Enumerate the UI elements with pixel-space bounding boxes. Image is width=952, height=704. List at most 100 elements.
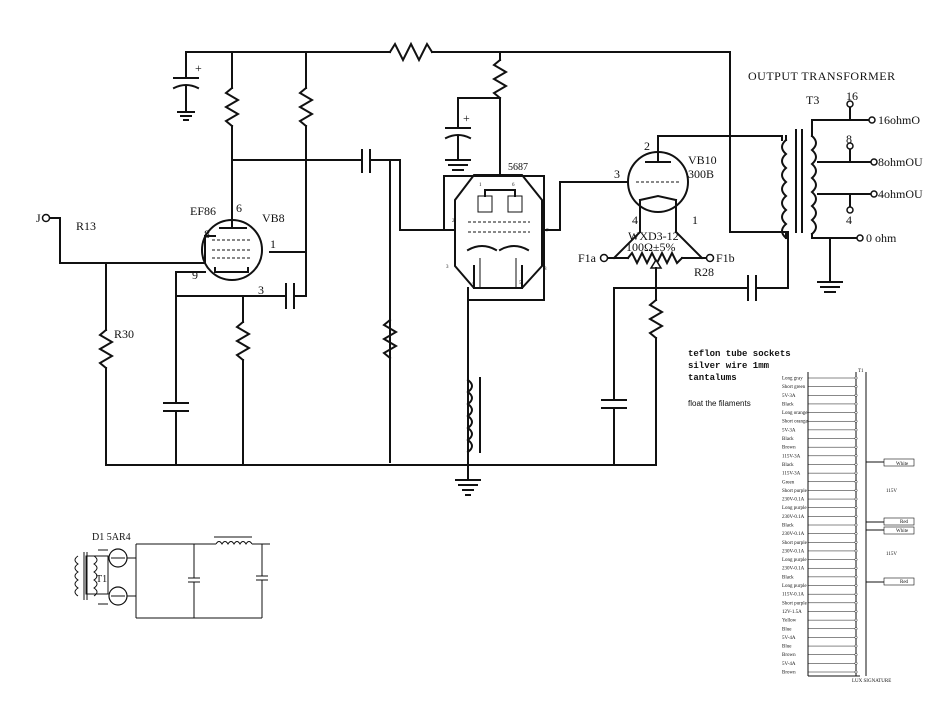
pt-right-label: Red <box>900 580 909 585</box>
pt-left-label: Green <box>782 480 795 485</box>
pt-wire-terminal <box>854 437 858 440</box>
pt-left-label: Short purple <box>782 489 808 494</box>
pt-wire-terminal <box>854 661 858 665</box>
pt-left-label: Short orange <box>782 420 808 425</box>
filament-pot <box>599 230 789 466</box>
wxd-label: WXD3-12 <box>628 229 679 243</box>
b-plus-rail <box>185 41 787 233</box>
pt-wire-terminal <box>854 558 858 562</box>
pt-right-label: White <box>896 529 909 534</box>
5687-pin3: 3 <box>446 265 449 270</box>
5687-pin8: 8 <box>544 267 547 272</box>
pt-wire-terminal <box>854 428 858 432</box>
note-line-4: float the filaments <box>688 399 751 408</box>
pt-left-label: Short green <box>782 385 806 390</box>
pt-wire-terminal <box>854 445 858 449</box>
pt-wire-terminal <box>854 644 858 648</box>
pt-wire-terminal <box>854 497 858 501</box>
tap-16-circle <box>846 100 854 108</box>
ef86-label: EF86 <box>190 204 216 218</box>
pt-left-label: Long purple <box>782 584 807 589</box>
svg-text:+: + <box>463 111 470 125</box>
pt-left-label: 230V-0.1A <box>782 532 805 537</box>
pt-left-label: Blue <box>782 645 792 650</box>
pt-wire-terminal <box>854 471 858 475</box>
pt-left-label: Long purple <box>782 558 807 563</box>
tap-0-terminal <box>856 234 864 242</box>
pt-wire-terminal <box>854 454 858 458</box>
5687-pin5: 5 <box>519 281 522 286</box>
out8-label: 8ohmOU <box>878 155 923 169</box>
pt-left-label: Black <box>782 437 794 442</box>
pt-left-label: 230V-0.1A <box>782 567 805 572</box>
ef86-screen-resistor <box>269 51 314 297</box>
pt-left-label: 230V-0.1A <box>782 515 805 520</box>
pt-wire-terminal <box>854 601 858 605</box>
pt-left-label: 230V-0.1A <box>782 549 805 554</box>
input-wiring <box>41 213 216 264</box>
ground-rail <box>105 464 657 496</box>
5687-pin2: 2 <box>452 219 455 224</box>
300b-pin2: 2 <box>644 139 650 153</box>
pt-top-label: T1 <box>858 369 864 374</box>
pt-left-label: Brown <box>782 446 796 451</box>
pt-wire-terminal <box>854 627 858 631</box>
f1b-label: F1b <box>716 251 735 265</box>
pt-wire-terminal <box>854 488 858 492</box>
5687-cathode-choke <box>466 374 481 454</box>
tap-16-terminal <box>868 116 876 124</box>
power-transformer-diagram <box>807 372 915 677</box>
bplus-filter-cap: + <box>172 51 202 121</box>
ef86-pin3: 3 <box>258 283 264 297</box>
pt-wire-terminal <box>854 670 858 674</box>
input-jack-label: J <box>36 211 41 225</box>
5687-to-300b-grid <box>543 181 631 231</box>
psu-tube-label: D1 5AR4 <box>92 532 131 543</box>
pt-left-label: Long orange <box>782 411 808 416</box>
vb10-label: VB10 <box>688 153 717 167</box>
pt-wire-terminal <box>854 514 858 518</box>
pt-right-label: Red <box>900 520 909 525</box>
ef86-pin8: 8 <box>204 227 210 241</box>
300b-label: 300B <box>688 167 714 181</box>
power-supply-schematic <box>74 536 270 619</box>
tap4-label: 4 <box>846 213 852 227</box>
pt-wire-terminal <box>854 566 858 570</box>
5687-tube <box>443 174 545 466</box>
pt-left-label: Long gray <box>782 377 803 382</box>
r30-resistor <box>98 262 114 466</box>
pt-left-label: 12V-1.5A <box>782 610 802 615</box>
pt-left-label: 115V-3A <box>782 472 801 477</box>
vb8-label: VB8 <box>262 211 285 225</box>
5687-label: 5687 <box>508 162 528 173</box>
tap-8-circle <box>846 142 854 150</box>
out0-label: 0 ohm <box>866 231 897 245</box>
grid-leak-5687 <box>382 318 398 360</box>
pt-wire-terminal <box>854 532 858 536</box>
300b-pin4: 4 <box>632 213 638 227</box>
pt-wire-terminal <box>854 592 858 596</box>
r28-label: R28 <box>694 265 714 279</box>
pt-left-label: 5V-4A <box>782 636 796 641</box>
pt-left-label: 5V-4A <box>782 662 796 667</box>
pt-wire-terminal <box>854 540 858 544</box>
pt-wire-terminal <box>854 635 858 639</box>
svg-text:+: + <box>195 61 202 75</box>
ef86-plate-resistor <box>224 51 240 219</box>
pt-left-label: Black <box>782 463 794 468</box>
5687-pin6: 6 <box>512 183 515 188</box>
pt-wire-terminal <box>854 523 858 527</box>
pt-left-label: 115V-0.1A <box>782 593 804 598</box>
pt-left-label: 5V-3A <box>782 394 796 399</box>
r13-label: R13 <box>76 219 96 233</box>
pt-wire-terminal <box>854 506 858 510</box>
pt-left-label: 230V-0.1A <box>782 498 805 503</box>
pt-wire-terminal <box>854 463 858 466</box>
300b-tube <box>627 135 783 233</box>
pt-right-label: 115V <box>886 552 897 557</box>
pt-left-label: Blue <box>782 627 792 632</box>
300b-pin1: 1 <box>692 213 698 227</box>
pt-wire-terminal <box>854 549 858 553</box>
